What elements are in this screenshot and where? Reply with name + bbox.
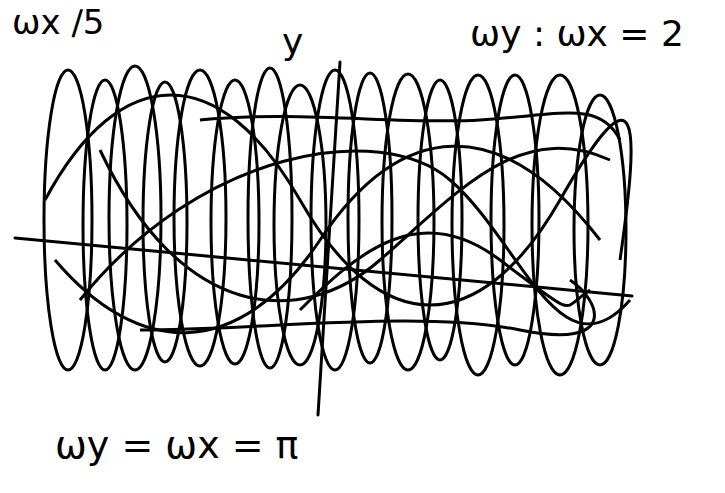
handwritten-label: y [282, 22, 303, 62]
handwritten-label: ωy : ωx = 2 [470, 14, 684, 54]
axes [15, 62, 632, 415]
handwritten-label: ωx ∕5 [12, 4, 105, 41]
loops [44, 66, 631, 375]
handwritten-label: ωy = ωx = π [55, 425, 299, 467]
